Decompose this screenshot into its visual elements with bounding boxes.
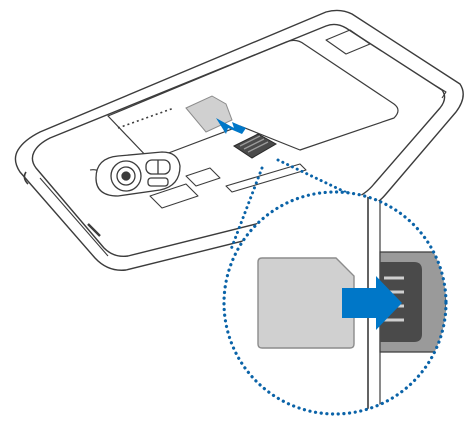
arrow-right-icon (342, 276, 402, 330)
stylus-slot (325, 29, 371, 55)
zoom-callout (222, 190, 448, 416)
sim-tray-teeth (239, 135, 269, 153)
battery-bay (107, 39, 399, 161)
board-slot-2 (185, 167, 221, 187)
corner-notch (435, 85, 447, 99)
board-slot-1 (149, 183, 199, 209)
callout-connector (228, 158, 410, 254)
camera-lens-core (121, 171, 131, 181)
camera-module (95, 151, 181, 197)
camera-lens-inner (116, 166, 136, 186)
camera-housing (95, 151, 181, 197)
zoom-dotted-border (222, 190, 448, 416)
sensor-unit (147, 177, 169, 187)
side-port (23, 171, 29, 185)
small-insert-arrow (216, 118, 246, 134)
zoom-sim-card (257, 257, 355, 349)
board-long-slot (225, 163, 307, 193)
sim-tray-small (233, 133, 278, 159)
side-key (87, 223, 101, 237)
edge-line-left (39, 177, 109, 257)
camera-lens-icon (110, 160, 142, 192)
phone-sim-area (185, 95, 278, 159)
callout-line-left (228, 166, 264, 254)
